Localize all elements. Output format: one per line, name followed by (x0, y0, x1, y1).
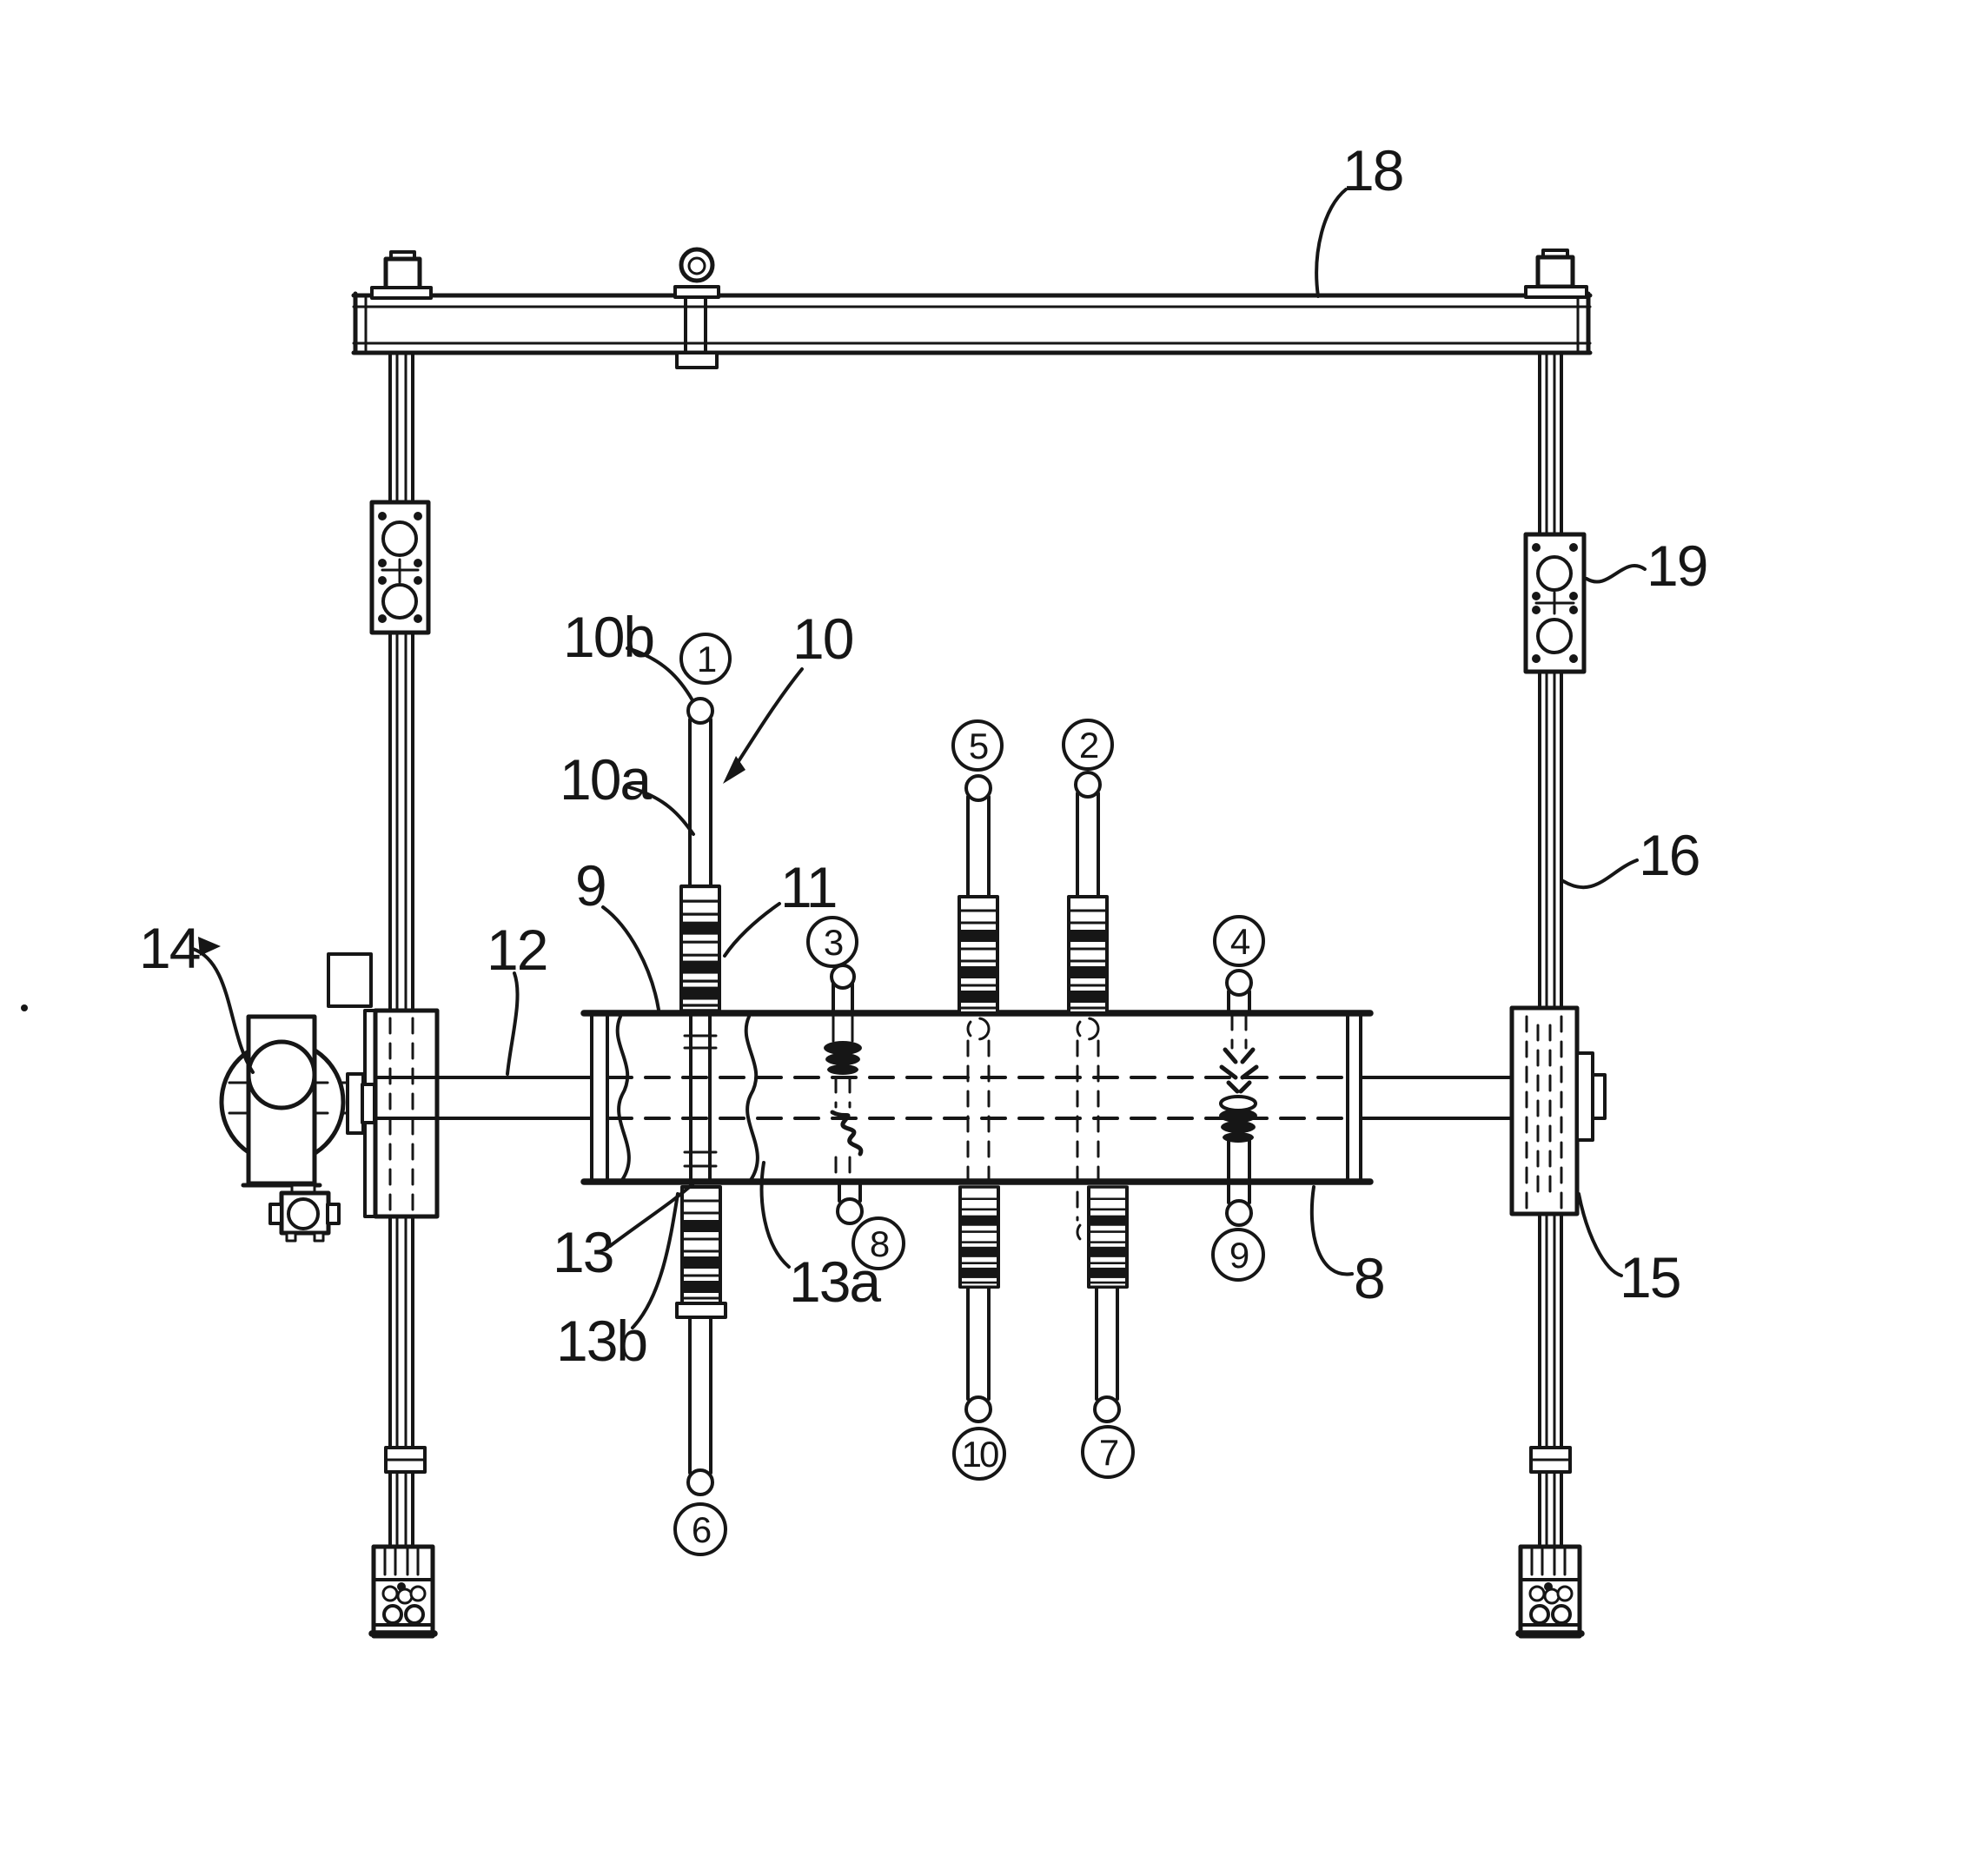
svg-text:4: 4 (1230, 921, 1250, 962)
circled-label-3: 3 (806, 916, 858, 968)
left-column-collar (384, 1446, 427, 1474)
label-12: 12 (487, 918, 547, 982)
break-line-right (744, 1015, 759, 1182)
threaded-sleeve-11 (681, 886, 719, 1011)
arrowhead-10 (723, 756, 746, 784)
circled-label-7: 7 (1081, 1425, 1135, 1479)
leader-lines (191, 188, 1647, 1329)
left-beam-bolt (370, 250, 433, 300)
scan-dot-artifact (21, 1004, 28, 1011)
circled-label-9: 9 (1211, 1228, 1265, 1282)
circled-label-4: 4 (1213, 915, 1265, 967)
right-column-foot (1515, 1544, 1585, 1639)
left-column-foot (368, 1544, 438, 1639)
label-13a: 13a (789, 1249, 881, 1314)
circled-label-6: 6 (673, 1502, 727, 1556)
label-19: 19 (1647, 534, 1706, 598)
label-10: 10 (792, 607, 853, 671)
svg-text:3: 3 (824, 922, 843, 963)
right-column (1538, 351, 1563, 1550)
rod-4-9 (1219, 969, 1259, 1227)
label-9: 9 (575, 853, 606, 918)
shaft-end-stub (1575, 1051, 1594, 1142)
label-13b: 13b (556, 1309, 646, 1373)
svg-text:1: 1 (697, 639, 716, 679)
svg-text:5: 5 (969, 726, 988, 766)
svg-text:10: 10 (962, 1434, 998, 1475)
circled-label-1: 1 (679, 633, 732, 685)
break-arrows-symbol (1219, 1047, 1259, 1094)
terminal-box (327, 952, 373, 1008)
label-18: 18 (1342, 138, 1402, 202)
label-15: 15 (1620, 1245, 1680, 1309)
rod-2-7 (1067, 771, 1129, 1423)
label-10a: 10a (560, 747, 652, 812)
motor-end-bell (246, 1039, 317, 1110)
rope-break-symbol (830, 1110, 864, 1157)
right-beam-bolt (1524, 249, 1588, 299)
label-10b: 10b (563, 605, 653, 669)
svg-text:7: 7 (1099, 1432, 1118, 1473)
label-8: 8 (1354, 1246, 1384, 1310)
right-guide-plate (1523, 532, 1587, 674)
circled-label-5: 5 (951, 719, 1004, 772)
rod-3-8 (824, 964, 864, 1225)
crossbeam (351, 291, 1593, 355)
svg-text:9: 9 (1229, 1235, 1249, 1276)
right-column-collar (1529, 1446, 1572, 1474)
label-11: 11 (780, 855, 837, 919)
svg-text:2: 2 (1079, 725, 1098, 766)
break-line-left (615, 1015, 631, 1182)
label-14: 14 (139, 916, 200, 980)
svg-text:8: 8 (870, 1223, 889, 1264)
lifting-eye-bolt (673, 247, 720, 369)
label-13: 13 (553, 1220, 613, 1284)
left-guide-plate (369, 500, 431, 635)
svg-text:6: 6 (692, 1509, 711, 1550)
label-16: 16 (1639, 823, 1699, 887)
arrowhead-14 (198, 937, 221, 956)
motor-assembly (219, 952, 377, 1243)
reference-labels: 18 19 16 15 14 12 10b 10 10a 9 11 13 13b… (139, 138, 1708, 1373)
rod-5-10 (958, 774, 1000, 1423)
circled-label-2: 2 (1062, 719, 1114, 771)
right-bearing-block (1509, 1005, 1607, 1216)
drive-shaft (435, 1076, 1514, 1120)
rod-1-6 (675, 697, 727, 1496)
circled-label-10: 10 (952, 1427, 1006, 1481)
circled-label-8: 8 (852, 1216, 905, 1270)
